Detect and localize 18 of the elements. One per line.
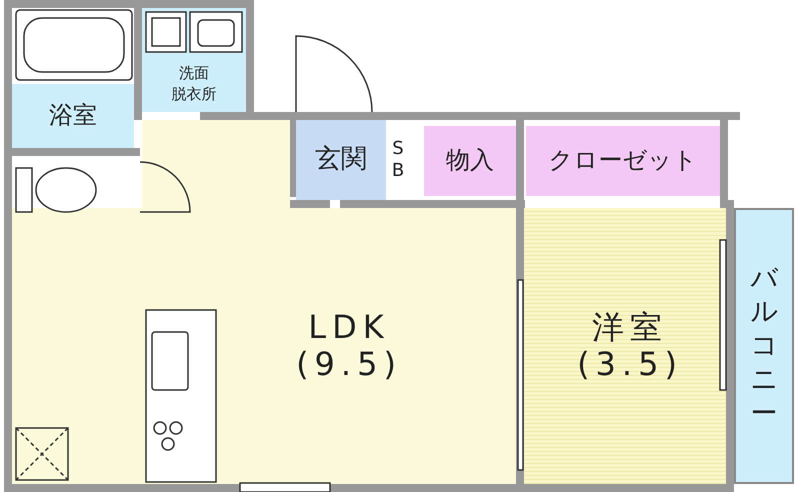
room-label: 洋室 (592, 309, 668, 346)
living-room-area (12, 208, 516, 484)
room-label: SB (390, 138, 406, 182)
storage-area (424, 126, 516, 196)
room-label: LDK (308, 309, 390, 346)
entrance-area (296, 120, 386, 200)
room-label: クローゼット (548, 147, 698, 175)
room-label: 玄関 (315, 145, 367, 175)
balcony-area (734, 208, 794, 484)
room-label: 洗面脱衣所 (172, 63, 216, 105)
bathroom-area (12, 84, 134, 148)
room-label: バルコニー (750, 262, 778, 430)
closet-area (526, 126, 720, 196)
room-label: (3.5) (577, 346, 683, 383)
bedroom-area (524, 208, 726, 484)
room-label: (9.5) (296, 346, 402, 383)
room-label: 物入 (446, 147, 494, 175)
room-label: 浴室 (49, 102, 97, 130)
